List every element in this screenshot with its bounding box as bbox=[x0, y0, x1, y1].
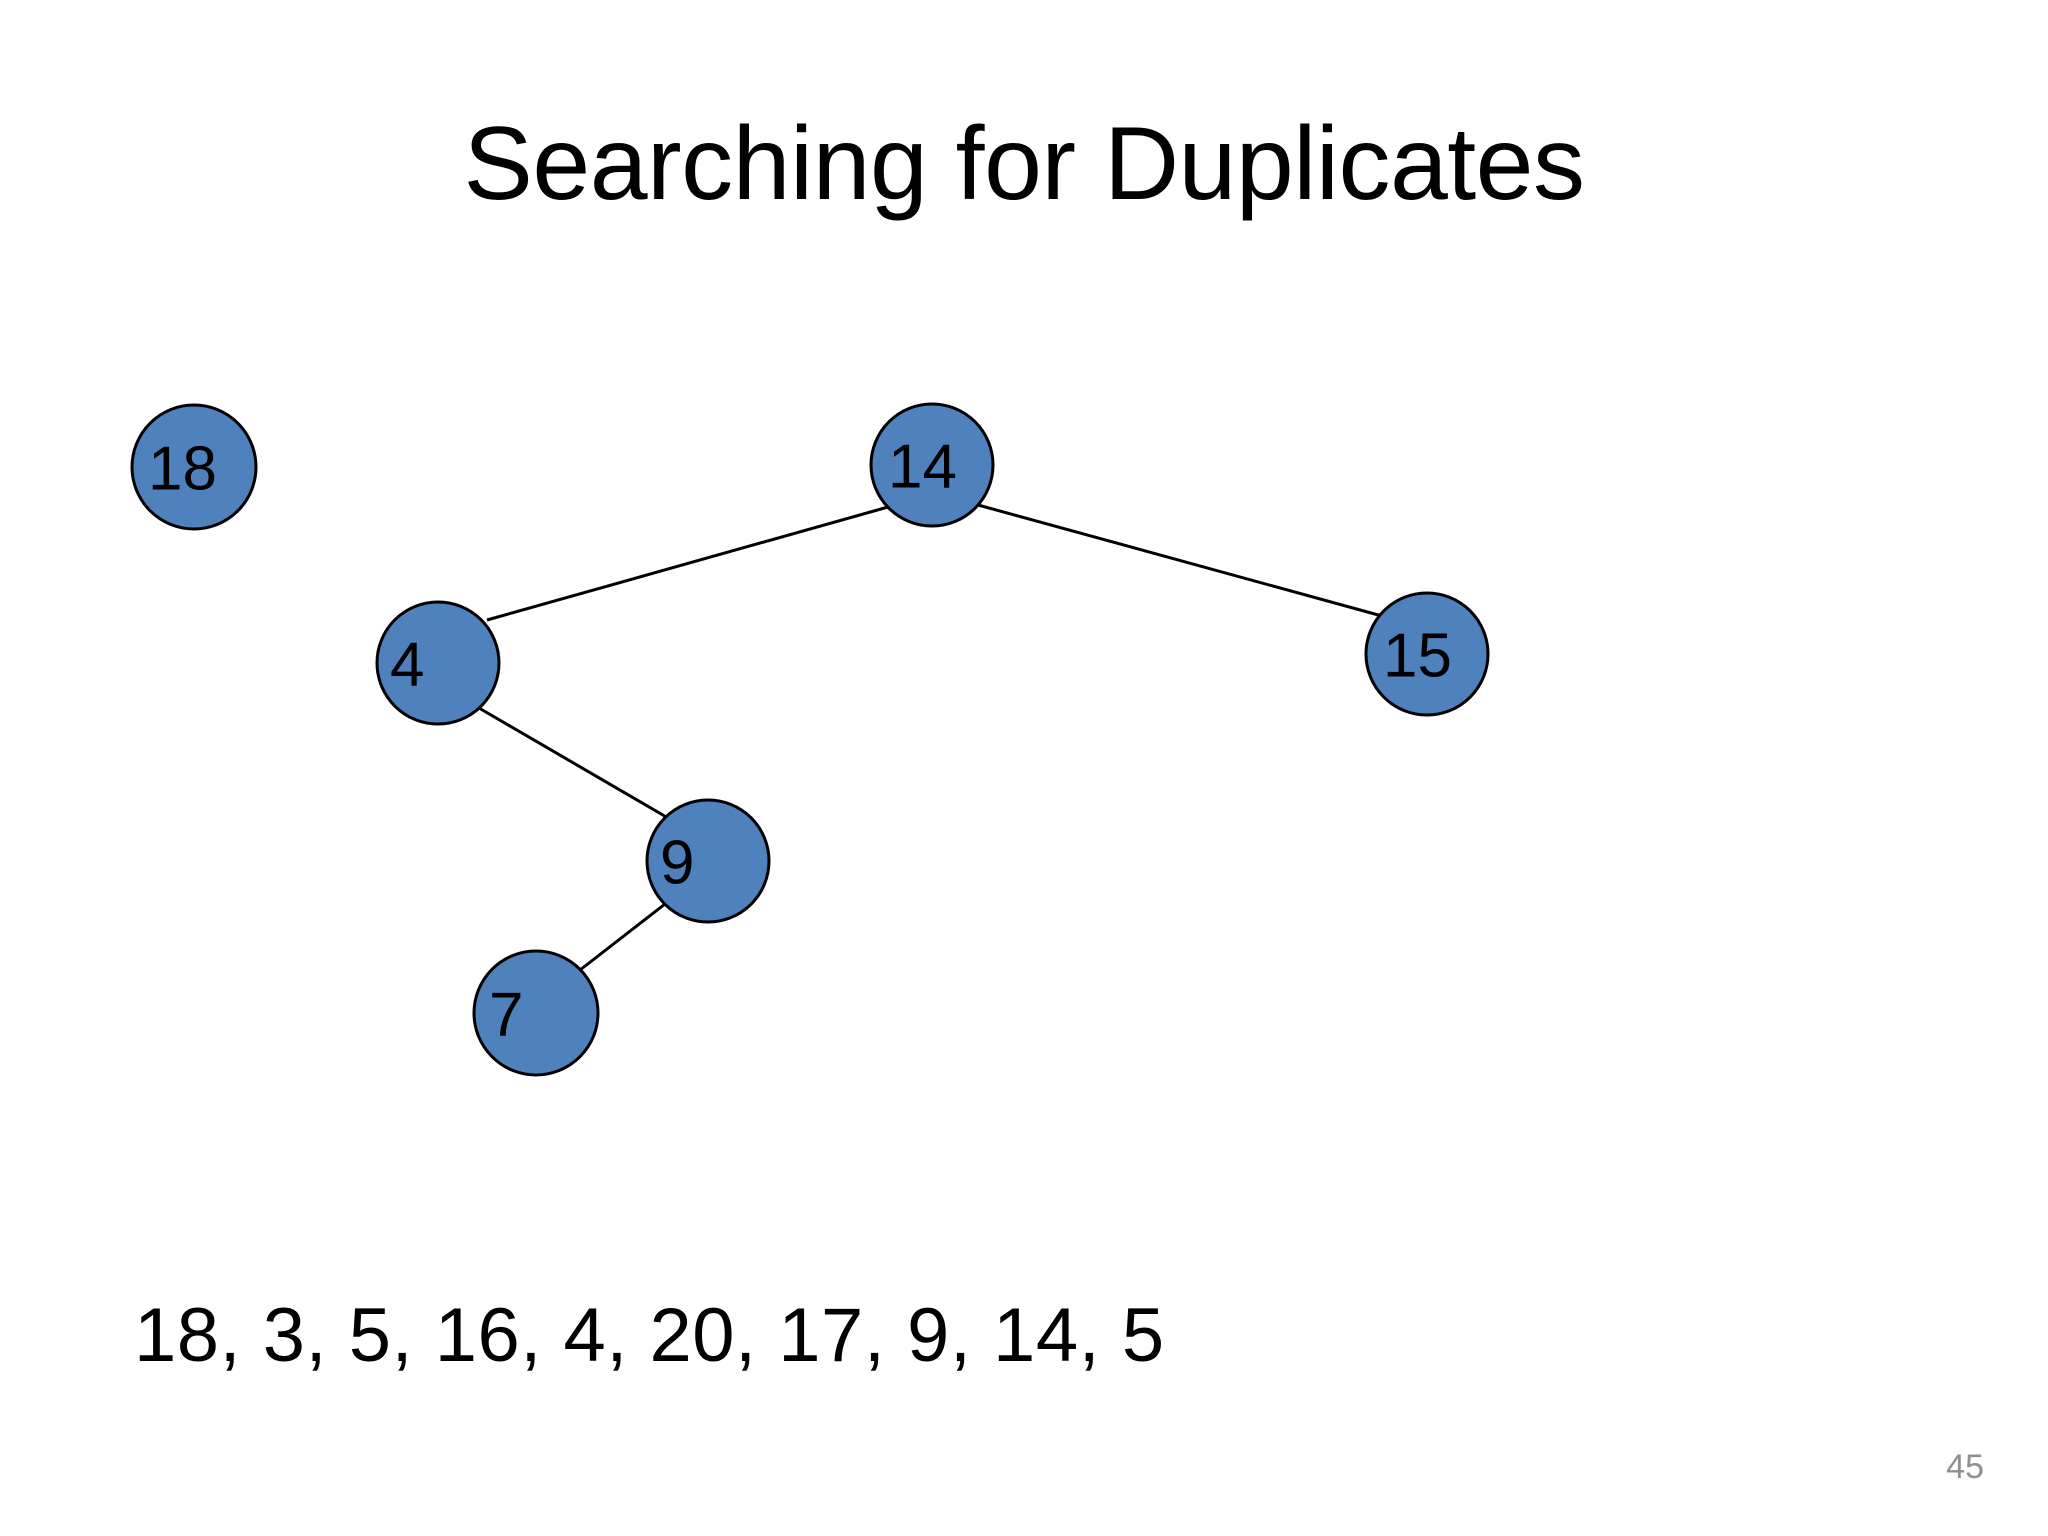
node-shape-15[interactable] bbox=[1364, 591, 1490, 717]
node-shape-14[interactable] bbox=[869, 402, 995, 528]
slide-page-number: 45 bbox=[1946, 1448, 1984, 1486]
input-sequence-text: 18, 3, 5, 16, 4, 20, 17, 9, 14, 5 bbox=[134, 1293, 1165, 1378]
node-shape-18[interactable] bbox=[130, 403, 258, 531]
node-group: 18 14 4 15 9 bbox=[130, 402, 1490, 1077]
page-title: Searching for Duplicates bbox=[463, 106, 1585, 222]
node-shape-4[interactable] bbox=[375, 600, 501, 726]
node-label-14: 14 bbox=[888, 432, 957, 501]
node-label-9: 9 bbox=[660, 828, 694, 897]
node-label-7: 7 bbox=[489, 980, 523, 1049]
edge-14-15 bbox=[977, 503, 1383, 618]
edge-4-9 bbox=[478, 706, 669, 820]
tree-node-18[interactable]: 18 bbox=[130, 403, 258, 531]
tree-node-4[interactable]: 4 bbox=[375, 600, 501, 726]
tree-node-9[interactable]: 9 bbox=[645, 798, 771, 924]
node-label-4: 4 bbox=[390, 630, 424, 699]
tree-node-7[interactable]: 7 bbox=[472, 949, 600, 1077]
edge-14-4 bbox=[486, 505, 889, 622]
edge-group bbox=[478, 503, 1383, 972]
node-label-15: 15 bbox=[1383, 621, 1452, 690]
edge-9-7 bbox=[579, 902, 666, 972]
node-shape-9[interactable] bbox=[645, 798, 771, 924]
node-label-18: 18 bbox=[148, 434, 217, 503]
tree-node-15[interactable]: 15 bbox=[1364, 591, 1490, 717]
node-shape-7[interactable] bbox=[472, 949, 600, 1077]
tree-node-14[interactable]: 14 bbox=[869, 402, 995, 528]
